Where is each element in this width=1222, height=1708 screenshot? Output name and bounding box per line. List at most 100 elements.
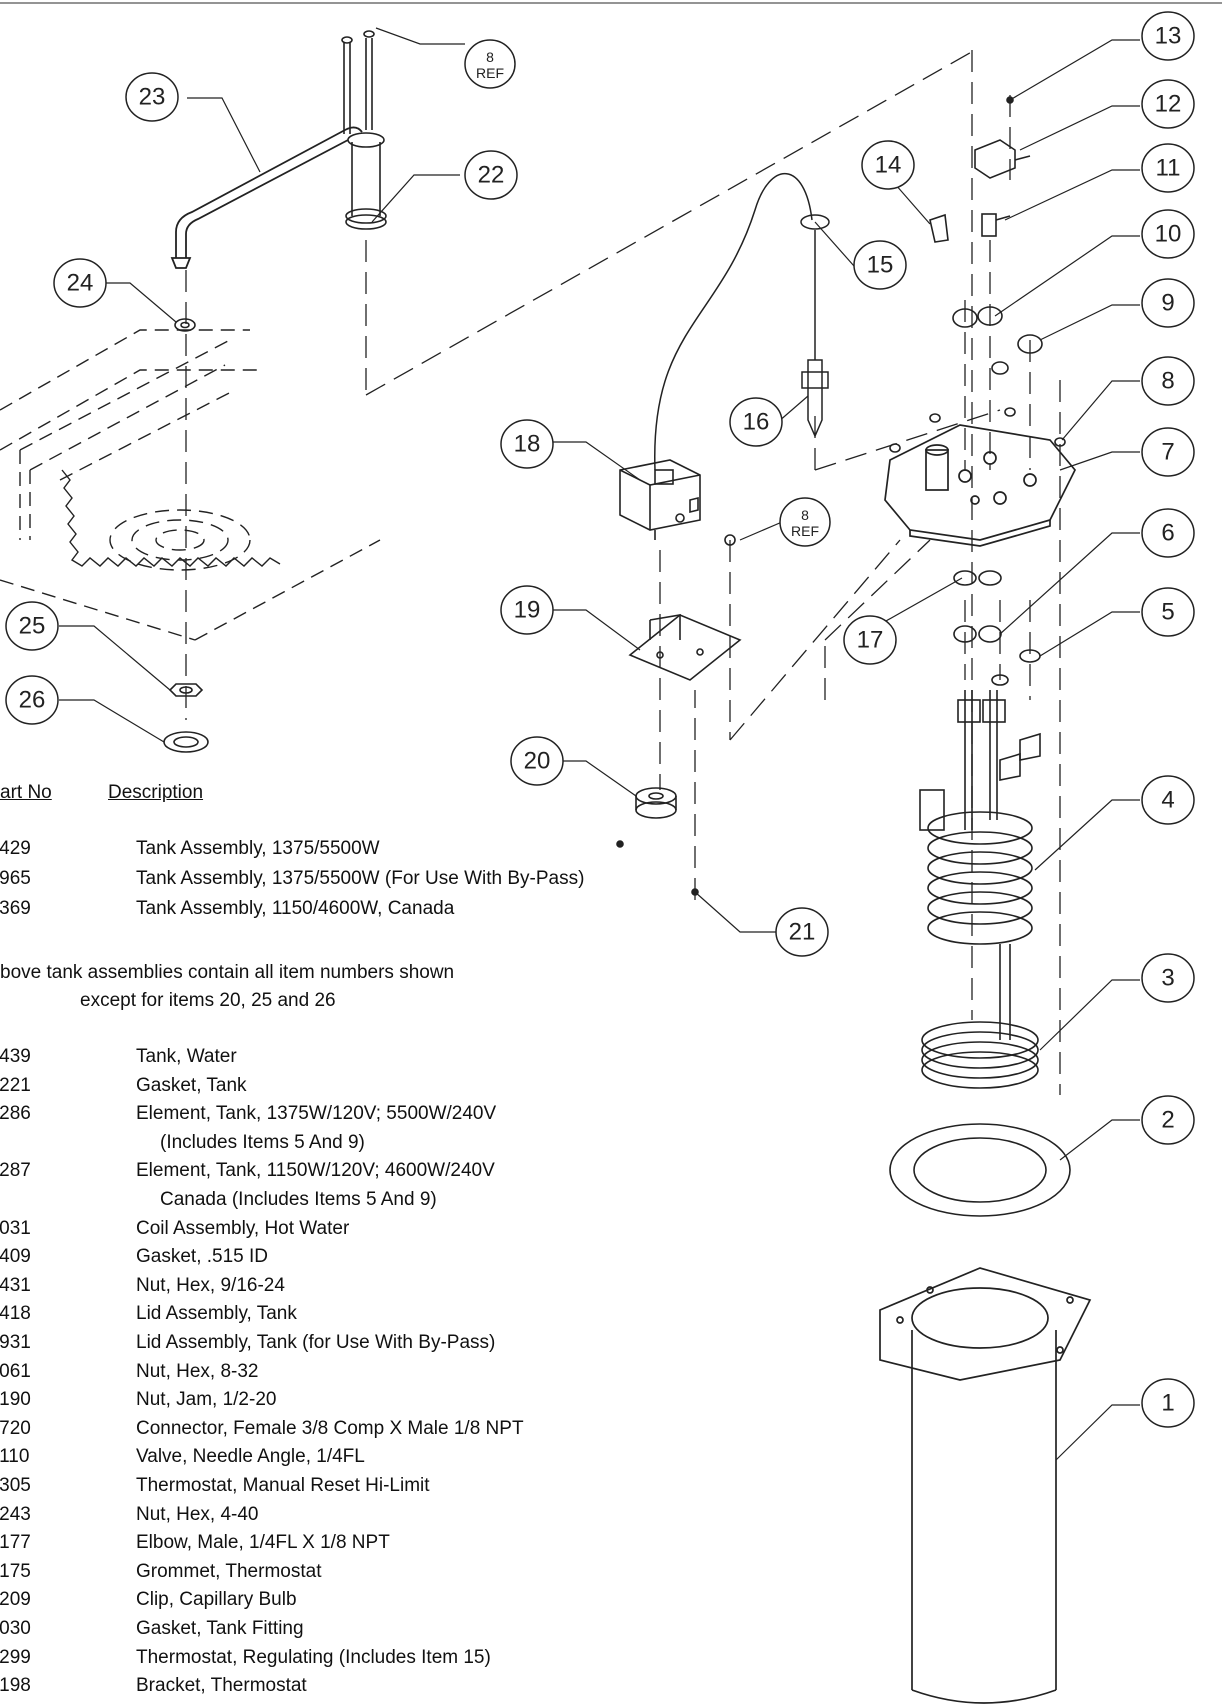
callout-label-26: 26 bbox=[19, 687, 46, 714]
item-part-no: 01286 bbox=[0, 1103, 31, 1125]
callout-17 bbox=[843, 615, 897, 665]
item-description: Thermostat, Regulating (Includes Item 15… bbox=[136, 1646, 491, 1668]
callout-label-20: 20 bbox=[524, 748, 551, 775]
item-description: Bracket, Thermostat bbox=[136, 1675, 307, 1697]
item-part-no: 00439 bbox=[0, 1046, 31, 1067]
callout-21 bbox=[775, 907, 829, 957]
item-part-no: 04221 bbox=[0, 1074, 31, 1096]
callout-14 bbox=[861, 140, 915, 190]
callout-9 bbox=[1141, 278, 1195, 328]
item-part-no: 00177 bbox=[0, 1532, 31, 1554]
callout-23 bbox=[125, 72, 179, 122]
item-description: Thermostat, Manual Reset Hi-Limit bbox=[136, 1475, 430, 1496]
item-description: Lid Assembly, Tank bbox=[136, 1303, 297, 1325]
item-20-knob bbox=[635, 787, 677, 819]
callout-label-9: 9 bbox=[1161, 290, 1174, 317]
item-part-no: 01287 bbox=[0, 1160, 31, 1182]
callout-label-10: 10 bbox=[1155, 221, 1182, 248]
item-2-gasket bbox=[889, 1123, 1071, 1217]
callout-7 bbox=[1141, 427, 1195, 477]
callout-10 bbox=[1141, 209, 1195, 259]
item-description: Gasket, .515 ID bbox=[136, 1246, 269, 1268]
callout-label-4: 4 bbox=[1161, 787, 1174, 814]
leader-lines bbox=[59, 27, 1140, 1461]
callout-label-23: 23 bbox=[139, 84, 166, 111]
callout-label-6: 6 bbox=[1161, 520, 1174, 547]
callout-circles bbox=[5, 11, 1195, 1428]
callout-label-25: 25 bbox=[19, 613, 46, 640]
item-11-valve bbox=[981, 213, 1011, 237]
item-description: Nut, Jam, 1/2-20 bbox=[136, 1389, 277, 1411]
item-1-tank bbox=[879, 1267, 1092, 1704]
header-part-no: art No bbox=[0, 782, 52, 803]
callout-label-5: 5 bbox=[1161, 599, 1174, 626]
callout-15 bbox=[853, 240, 907, 290]
callout-5 bbox=[1141, 587, 1195, 637]
callout-label-16: 16 bbox=[743, 409, 770, 436]
callout-3 bbox=[1141, 953, 1195, 1003]
assembly-description: Tank Assembly, 1150/4600W, Canada bbox=[136, 898, 455, 919]
item-description: Connector, Female 3/8 Comp X Male 1/8 NP… bbox=[136, 1417, 524, 1439]
callout-label-8: 8 bbox=[1161, 368, 1174, 395]
item-12-thermostat-hilimit bbox=[974, 139, 1031, 179]
item-description: Nut, Hex, 9/16-24 bbox=[136, 1274, 285, 1296]
assembly-part-no: 01429 bbox=[0, 838, 31, 859]
stray-dot bbox=[616, 840, 624, 848]
callout-labels: 13 12 11 10 9 8 7 6 5 4 3 2 1 14 15 16 1… bbox=[19, 23, 1182, 1417]
callout-label-3: 3 bbox=[1161, 965, 1174, 992]
callout-1 bbox=[1141, 1378, 1195, 1428]
callout-label-19: 19 bbox=[514, 597, 541, 624]
assembly-part-no: 01369 bbox=[0, 898, 31, 919]
callout-8 bbox=[1141, 356, 1195, 406]
callout-label-22: 22 bbox=[478, 162, 505, 189]
callout-4 bbox=[1141, 775, 1195, 825]
ref-8-nut-a bbox=[724, 534, 736, 546]
callout-label-17: 17 bbox=[857, 627, 884, 654]
item-part-no: 00030 bbox=[0, 1618, 31, 1639]
callout-25 bbox=[5, 601, 59, 651]
item-7-lid bbox=[884, 424, 1077, 547]
item-part-no: 00209 bbox=[0, 1589, 31, 1611]
callout-label-24: 24 bbox=[67, 270, 94, 297]
counter-cutaway bbox=[0, 329, 381, 641]
item-part-no: 55198 bbox=[0, 1675, 31, 1697]
item-description: Elbow, Male, 1/4FL X 1/8 NPT bbox=[136, 1532, 390, 1554]
item-23-spout bbox=[170, 126, 363, 269]
callout-label-15: 15 bbox=[867, 252, 894, 279]
nuts-9-10 bbox=[889, 306, 1066, 453]
item-description: Lid Assembly, Tank (for Use With By-Pass… bbox=[136, 1332, 496, 1353]
callout-label-11: 11 bbox=[1156, 155, 1181, 182]
callout-26 bbox=[5, 675, 59, 725]
ref-a-ref: REF bbox=[476, 65, 504, 81]
item-description: Element, Tank, 1375W/120V; 5500W/240V bbox=[136, 1103, 497, 1125]
item-part-no: 01931 bbox=[0, 1332, 31, 1353]
callout-label-1: 1 bbox=[1161, 1390, 1174, 1417]
item-description: Valve, Needle Angle, 1/4FL bbox=[136, 1446, 365, 1468]
item-description: Clip, Capillary Bulb bbox=[136, 1589, 297, 1611]
item-part-no: 57110 bbox=[0, 1446, 30, 1468]
assembly-description: Tank Assembly, 1375/5500W bbox=[136, 838, 380, 859]
item-description: Gasket, Tank bbox=[136, 1074, 247, 1096]
item-description: Nut, Hex, 8-32 bbox=[136, 1360, 259, 1382]
item-part-no: 00175 bbox=[0, 1560, 31, 1582]
item-part-no: 00431 bbox=[0, 1274, 31, 1296]
assembly-note-line1: bove tank assemblies contain all item nu… bbox=[0, 962, 455, 983]
item-26-gasket bbox=[163, 731, 209, 753]
callout-11 bbox=[1141, 143, 1195, 193]
callout-label-21: 21 bbox=[789, 919, 816, 946]
item-19-bracket bbox=[628, 614, 742, 681]
items-17-6-5 bbox=[953, 570, 1041, 686]
item-part-no: 71031 bbox=[0, 1217, 31, 1239]
callout-22 bbox=[464, 150, 518, 200]
assembly-note-line2: except for items 20, 25 and 26 bbox=[80, 990, 336, 1011]
item-part-no: 01720 bbox=[0, 1417, 31, 1439]
ref-b-ref: REF bbox=[791, 523, 819, 539]
item-part-no: 01305 bbox=[0, 1475, 31, 1496]
ref-callout-labels: 8 REF 8 REF bbox=[476, 49, 819, 539]
item-description: Element, Tank, 1150W/120V; 4600W/240V bbox=[136, 1160, 495, 1182]
item-3-coil bbox=[921, 1021, 1039, 1089]
assembly-part-no: 01965 bbox=[0, 868, 31, 889]
item-22-tube-assembly bbox=[341, 30, 387, 230]
callout-16 bbox=[729, 397, 783, 447]
